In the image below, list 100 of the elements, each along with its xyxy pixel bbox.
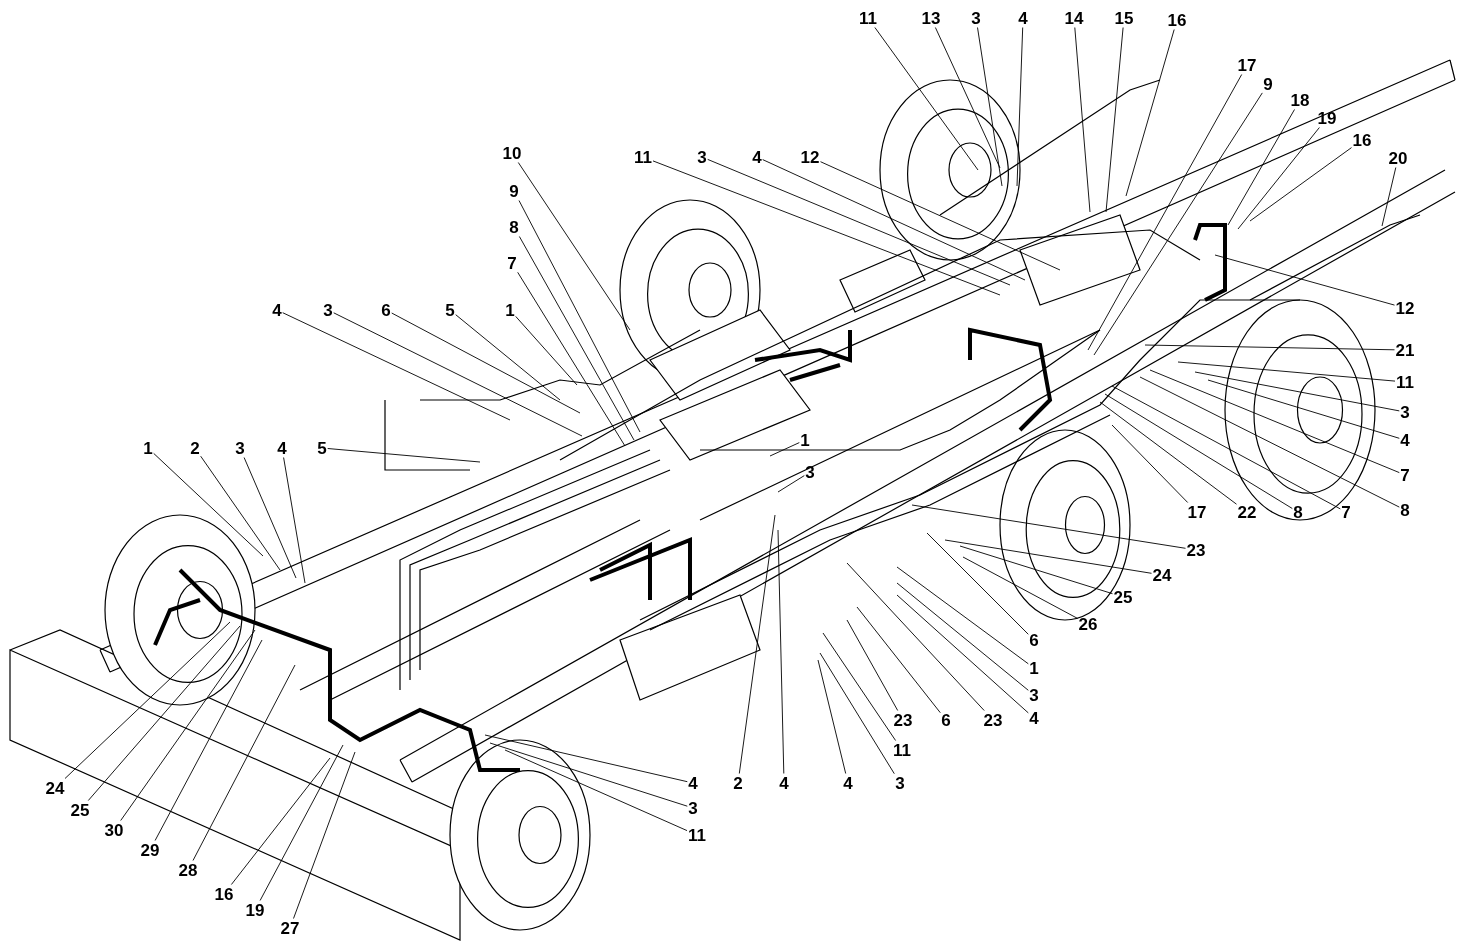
callout-number: 28 <box>177 860 199 880</box>
leader-line <box>820 161 1061 271</box>
callout-number: 6 <box>1028 630 1040 650</box>
leader-line <box>1227 109 1295 226</box>
callout-number: 21 <box>1394 340 1416 360</box>
leader-line <box>846 619 899 711</box>
leader-line <box>1144 344 1395 351</box>
callout-number: 16 <box>1166 10 1188 30</box>
callout-number: 11 <box>633 147 653 167</box>
leader-line <box>896 594 1029 714</box>
callout-number: 24 <box>44 778 66 798</box>
leader-line <box>1194 371 1400 412</box>
leader-line <box>489 742 688 807</box>
leader-line <box>777 475 805 493</box>
callout-number: 4 <box>778 773 790 793</box>
leader-line <box>856 606 941 714</box>
callout-number: 3 <box>894 773 906 793</box>
callout-number: 10 <box>501 143 523 163</box>
leader-line <box>1111 424 1189 503</box>
leader-line <box>707 158 1011 286</box>
leader-line <box>87 625 241 801</box>
callout-number: 29 <box>139 840 161 860</box>
callout-number: 8 <box>508 217 520 237</box>
leader-line <box>1016 27 1024 187</box>
callout-number: 4 <box>271 300 283 320</box>
leader-line <box>896 582 1029 691</box>
callout-number: 23 <box>982 710 1004 730</box>
callout-number: 25 <box>69 800 91 820</box>
callout-number: 11 <box>1395 372 1415 392</box>
leader-line <box>391 312 581 414</box>
callout-number: 27 <box>279 918 301 938</box>
leader-line <box>1104 393 1293 509</box>
leader-line <box>1249 147 1352 222</box>
leader-line <box>517 162 631 331</box>
callout-number: 4 <box>1399 430 1411 450</box>
leader-line <box>926 532 1029 635</box>
leader-line <box>1105 27 1124 213</box>
callout-number: 4 <box>276 438 288 458</box>
leader-line <box>517 271 626 447</box>
leader-line <box>283 457 306 584</box>
callout-number: 4 <box>687 773 699 793</box>
callout-number: 11 <box>892 740 912 760</box>
callout-number: 3 <box>322 300 334 320</box>
callout-number: 16 <box>1351 130 1373 150</box>
leader-line <box>1177 361 1396 382</box>
leader-line <box>1074 27 1091 213</box>
leader-line <box>1087 74 1243 351</box>
callout-number: 4 <box>842 773 854 793</box>
callout-number: 2 <box>732 773 744 793</box>
leader-line <box>192 664 296 861</box>
leader-line <box>1149 369 1400 474</box>
leader-line <box>777 529 785 774</box>
leader-line <box>896 566 1029 665</box>
leader-line <box>518 236 635 441</box>
leader-line <box>819 652 895 775</box>
callout-number: 3 <box>234 438 246 458</box>
leader-line <box>959 545 1113 595</box>
leader-line <box>504 749 688 832</box>
callout-number: 11 <box>858 8 878 28</box>
callout-number: 2 <box>189 438 201 458</box>
leader-line <box>846 562 985 711</box>
callout-number: 30 <box>103 820 125 840</box>
callout-number: 17 <box>1236 55 1258 75</box>
callout-number: 22 <box>1236 502 1258 522</box>
leader-line <box>762 159 1026 281</box>
callout-number: 16 <box>213 884 235 904</box>
leader-line <box>200 455 281 571</box>
leader-line <box>154 639 263 841</box>
leader-line <box>911 504 1186 549</box>
leader-line <box>1139 376 1400 508</box>
callout-number: 4 <box>751 147 763 167</box>
leader-line <box>259 744 344 901</box>
leader-line <box>944 539 1152 574</box>
callout-number: 7 <box>1340 502 1352 522</box>
callout-number: 1 <box>799 430 811 450</box>
leader-line <box>874 27 979 171</box>
callout-number: 19 <box>244 900 266 920</box>
leader-line <box>1214 254 1395 306</box>
leader-line <box>822 632 897 741</box>
leader-line <box>120 629 256 821</box>
leader-line <box>515 315 578 386</box>
leader-line <box>1237 127 1320 230</box>
callout-number: 4 <box>1017 8 1029 28</box>
callout-number: 20 <box>1387 148 1409 168</box>
callout-number: 9 <box>508 181 520 201</box>
leader-line <box>230 757 331 885</box>
callout-number: 4 <box>1028 708 1040 728</box>
callout-number: 7 <box>1399 465 1411 485</box>
leader-line <box>1099 401 1237 505</box>
leader-line <box>652 160 1001 296</box>
leader-line <box>153 452 264 557</box>
callout-number: 1 <box>1028 658 1040 678</box>
callout-number: 23 <box>1185 540 1207 560</box>
leader-line <box>934 27 1001 169</box>
callout-number: 5 <box>444 300 456 320</box>
callout-number: 1 <box>504 300 516 320</box>
callout-number: 18 <box>1289 90 1311 110</box>
leader-line <box>977 27 1003 187</box>
leader-line <box>769 442 800 457</box>
callout-number: 24 <box>1151 565 1173 585</box>
